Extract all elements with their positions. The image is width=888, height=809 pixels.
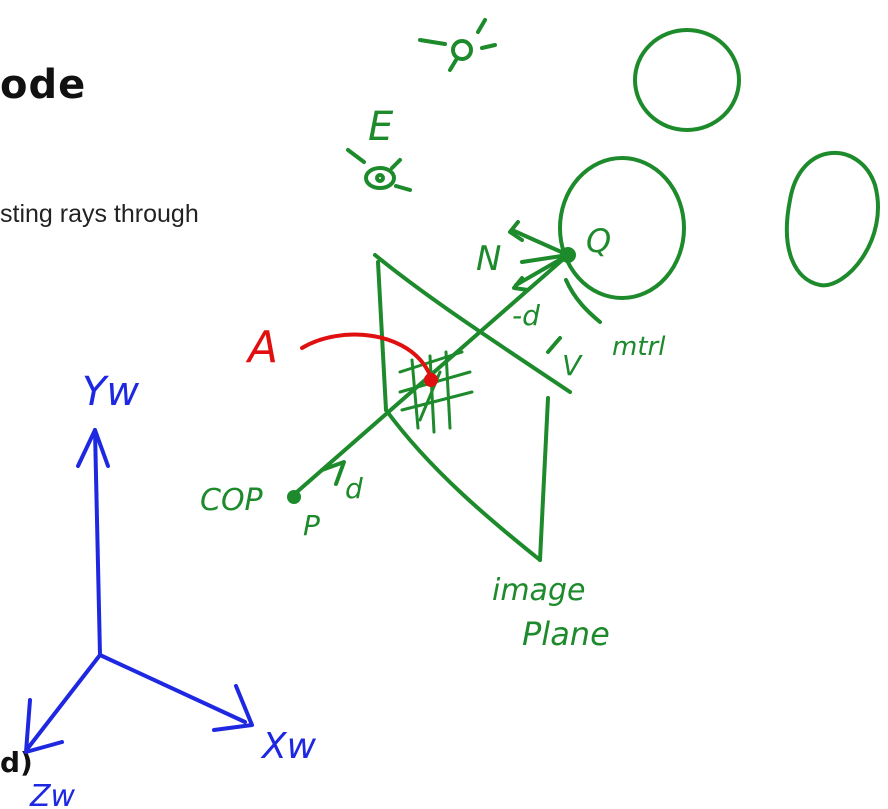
z-axis-label: Zw bbox=[29, 779, 76, 809]
eye-label: E bbox=[368, 104, 394, 150]
sphere-q bbox=[558, 156, 686, 300]
slide-body-text: sting rays through bbox=[0, 200, 199, 228]
slide-heading: ode bbox=[0, 62, 87, 108]
point-a-label: A bbox=[245, 322, 278, 373]
green-ink-group bbox=[287, 18, 880, 562]
normal-label: N bbox=[476, 239, 501, 279]
neg-d-label: -d bbox=[512, 299, 540, 332]
y-axis-label: Yw bbox=[82, 369, 139, 415]
world-axes bbox=[24, 428, 254, 754]
point-q-dot bbox=[560, 247, 576, 263]
cop-label: COP bbox=[200, 483, 264, 518]
mtrl-pointer bbox=[564, 278, 602, 324]
normal-vector bbox=[510, 228, 570, 257]
image-plane-top-edge bbox=[373, 253, 572, 394]
ray-arrowhead bbox=[320, 460, 346, 486]
tick-mark bbox=[546, 336, 562, 354]
y-axis-arrowhead bbox=[76, 428, 110, 468]
normal-arrowhead bbox=[508, 220, 524, 242]
green-labels: E N Q -d V mtrl COP P d image Plane bbox=[200, 104, 666, 653]
mtrl-label: mtrl bbox=[612, 332, 666, 362]
plane-label: Plane bbox=[522, 615, 610, 653]
sphere-far-right bbox=[784, 150, 880, 288]
y-axis bbox=[93, 428, 102, 657]
x-axis-arrowhead bbox=[212, 684, 254, 732]
axis-labels: Yw Xw Zw bbox=[29, 369, 317, 809]
reflect-arrowhead bbox=[512, 276, 530, 292]
reflect-vector bbox=[514, 253, 570, 287]
z-axis-arrowhead bbox=[24, 698, 64, 754]
p-label: P bbox=[303, 509, 320, 542]
z-axis bbox=[26, 653, 102, 750]
x-axis-label: Xw bbox=[260, 726, 317, 767]
point-a-annotation: A bbox=[245, 322, 438, 387]
image-label: image bbox=[492, 573, 585, 608]
point-a-dot bbox=[424, 373, 438, 387]
x-axis bbox=[98, 653, 247, 724]
image-plane-bottom-edge bbox=[384, 408, 542, 562]
v-label: V bbox=[562, 349, 583, 382]
sphere-top-right bbox=[633, 28, 741, 132]
eye-icon bbox=[346, 148, 412, 192]
d-label: d bbox=[345, 472, 363, 505]
image-plane-right-edge bbox=[538, 396, 550, 562]
point-q-label: Q bbox=[586, 222, 611, 260]
point-a-arrow bbox=[300, 332, 432, 377]
light-source-icon bbox=[418, 18, 497, 72]
cop-dot bbox=[287, 490, 301, 504]
